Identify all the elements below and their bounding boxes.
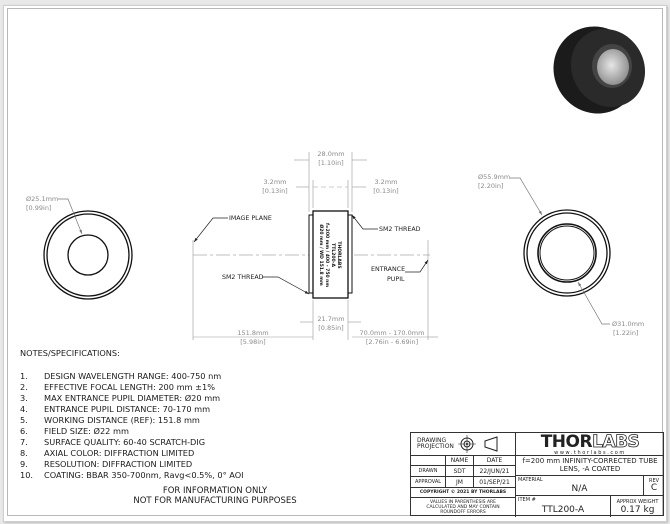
sm2-thread-label-left: SM2 THREAD <box>222 274 264 281</box>
material-label: MATERIAL <box>518 477 543 483</box>
weight-label: APPROX WEIGHT <box>616 498 659 505</box>
title-block: DRAWING PROJECTION NAME DATE DRAWN SDT 2… <box>410 432 664 517</box>
note-item: 2. EFFECTIVE FOCAL LENGTH: 200 mm ±1% <box>20 382 244 393</box>
note-item: 5. WORKING DISTANCE (REF): 151.8 mm <box>20 415 244 426</box>
projection-cell: DRAWING PROJECTION <box>411 433 516 456</box>
thorlabs-logo: THORLABS <box>540 432 640 453</box>
approval-date: 01/SEP/21 <box>474 477 516 488</box>
weight-cell: APPROX WEIGHT 0.17 kg <box>611 496 664 517</box>
svg-text:THORLABS: THORLABS <box>336 241 342 268</box>
weight-value: 0.17 kg <box>620 504 655 515</box>
left-diameter-mm: Ø25.1mm <box>26 195 58 203</box>
note-item: 7. SURFACE QUALITY: 60-40 SCRATCH-DIG <box>20 437 244 448</box>
lens-engraving: THORLABS TTL200-A f=200 mm / 400 - 750 n… <box>318 223 342 287</box>
note-number: 1. <box>20 370 28 381</box>
left-flange-mm: 3.2mm <box>263 178 286 186</box>
rev-label: REV <box>648 478 660 484</box>
item-cell: ITEM # TTL200-A <box>516 496 611 517</box>
note-number: 6. <box>20 425 28 436</box>
overall-length-in: [1.10in] <box>318 159 343 167</box>
note-text: COATING: BBAR 350-700nm, Ravg<0.5%, 0° A… <box>44 469 244 480</box>
drawn-name: SDT <box>446 466 474 477</box>
note-number: 3. <box>20 392 28 403</box>
note-text: DESIGN WAVELENGTH RANGE: 400-750 nm <box>44 370 222 381</box>
notes-specifications: NOTES/SPECIFICATIONS: 1. DESIGN WAVELENGT… <box>20 348 244 480</box>
approval-name: JM <box>446 477 474 488</box>
approval-label: APPROVAL <box>411 477 446 488</box>
pupil-label: PUPIL <box>387 276 405 283</box>
image-plane-label: IMAGE PLANE <box>229 215 272 222</box>
material-cell: MATERIAL N/A <box>516 476 644 496</box>
working-distance-mm: 151.8mm <box>237 329 268 337</box>
projection-label: DRAWING PROJECTION <box>417 436 454 450</box>
svg-text:f=200 mm / 400 - 750 nm: f=200 mm / 400 - 750 nm <box>324 223 330 287</box>
right-flange-mm: 3.2mm <box>374 178 397 186</box>
right-outer-diameter-mm: Ø55.9mm <box>478 173 510 181</box>
note-text: SURFACE QUALITY: 60-40 SCRATCH-DIG <box>44 436 206 447</box>
right-inner-diameter-mm: Ø31.0mm <box>612 320 644 328</box>
note-item: 3. MAX ENTRANCE PUPIL DIAMETER: Ø20 mm <box>20 393 244 404</box>
left-end-view: Ø25.1mm [0.99in] <box>26 195 133 300</box>
note-number: 2. <box>20 381 28 392</box>
note-item: 8. AXIAL COLOR: DIFFRACTION LIMITED <box>20 448 244 459</box>
note-text: ENTRANCE PUPIL DISTANCE: 70-170 mm <box>44 403 211 414</box>
svg-text:Ø20 mm / WD 151.8 mm: Ø20 mm / WD 151.8 mm <box>318 224 325 286</box>
sm2-thread-label-right: SM2 THREAD <box>379 226 421 233</box>
rev-cell: REV C <box>644 476 664 496</box>
working-distance-in: [5.98in] <box>240 338 265 346</box>
pupil-distance-mm: 70.0mm - 170.0mm <box>360 329 425 337</box>
right-inner-diameter-in: [1.22in] <box>613 329 638 337</box>
side-view: THORLABS TTL200-A f=200 mm / 400 - 750 n… <box>192 150 438 346</box>
left-diameter-in: [0.99in] <box>26 204 51 212</box>
body-length-mm: 21.7mm <box>317 315 344 323</box>
right-flange-in: [0.13in] <box>373 187 398 195</box>
drawn-date: 22/JUN/21 <box>474 466 516 477</box>
product-photo <box>553 26 646 114</box>
drawn-label: DRAWN <box>411 466 446 477</box>
note-text: RESOLUTION: DIFFRACTION LIMITED <box>44 458 193 469</box>
right-end-view: Ø55.9mm [2.20in] Ø31.0mm [1.22in] <box>478 173 644 337</box>
third-angle-projection-icon <box>458 435 498 453</box>
left-flange-in: [0.13in] <box>262 187 287 195</box>
note-text: AXIAL COLOR: DIFFRACTION LIMITED <box>44 447 195 458</box>
disclaimer-line-1: FOR INFORMATION ONLY <box>162 486 268 496</box>
note-number: 7. <box>20 436 28 447</box>
overall-length-mm: 28.0mm <box>317 150 344 158</box>
date-header: DATE <box>474 456 516 466</box>
note-text: EFFECTIVE FOCAL LENGTH: 200 mm ±1% <box>44 381 215 392</box>
name-header: NAME <box>446 456 474 466</box>
logo-cell: THORLABS www.thorlabs.com <box>516 432 664 456</box>
right-outer-diameter-in: [2.20in] <box>478 182 503 190</box>
item-number: TTL200-A <box>541 504 585 515</box>
note-item: 10. COATING: BBAR 350-700nm, Ravg<0.5%, 0… <box>20 470 244 481</box>
rev-value: C <box>650 483 658 493</box>
note-text: WORKING DISTANCE (REF): 151.8 mm <box>44 414 200 425</box>
note-text: MAX ENTRANCE PUPIL DIAMETER: Ø20 mm <box>44 392 221 403</box>
note-item: 1. DESIGN WAVELENGTH RANGE: 400-750 nm <box>20 371 244 382</box>
copyright: COPYRIGHT © 2021 BY THORLABS <box>411 488 516 498</box>
note-number: 9. <box>20 458 28 469</box>
pupil-distance-in: [2.76in - 6.69in] <box>366 338 418 346</box>
svg-text:TTL200-A: TTL200-A <box>330 243 336 267</box>
note-item: 4. ENTRANCE PUPIL DISTANCE: 70-170 mm <box>20 404 244 415</box>
website: www.thorlabs.com <box>554 450 626 456</box>
values-note: VALUES IN PARENTHESIS ARE CALCULATED AND… <box>411 498 516 517</box>
note-number: 5. <box>20 414 28 425</box>
part-description: f=200 mm INFINITY-CORRECTED TUBE LENS, -… <box>516 456 664 476</box>
notes-title: NOTES/SPECIFICATIONS: <box>20 348 120 358</box>
note-item: 6. FIELD SIZE: Ø22 mm <box>20 426 244 437</box>
note-number: 8. <box>20 447 28 458</box>
disclaimer: FOR INFORMATION ONLY NOT FOR MANUFACTURI… <box>100 486 330 506</box>
blank-header-cell <box>411 456 446 466</box>
entrance-label: ENTRANCE <box>371 266 405 273</box>
note-item: 9. RESOLUTION: DIFFRACTION LIMITED <box>20 459 244 470</box>
note-text: FIELD SIZE: Ø22 mm <box>44 425 129 436</box>
material-value: N/A <box>571 483 588 494</box>
note-number: 4. <box>20 403 28 414</box>
item-label: ITEM # <box>518 497 536 503</box>
note-number: 10. <box>20 469 34 480</box>
disclaimer-line-2: NOT FOR MANUFACTURING PURPOSES <box>133 496 297 506</box>
body-length-in: [0.85in] <box>318 324 343 332</box>
